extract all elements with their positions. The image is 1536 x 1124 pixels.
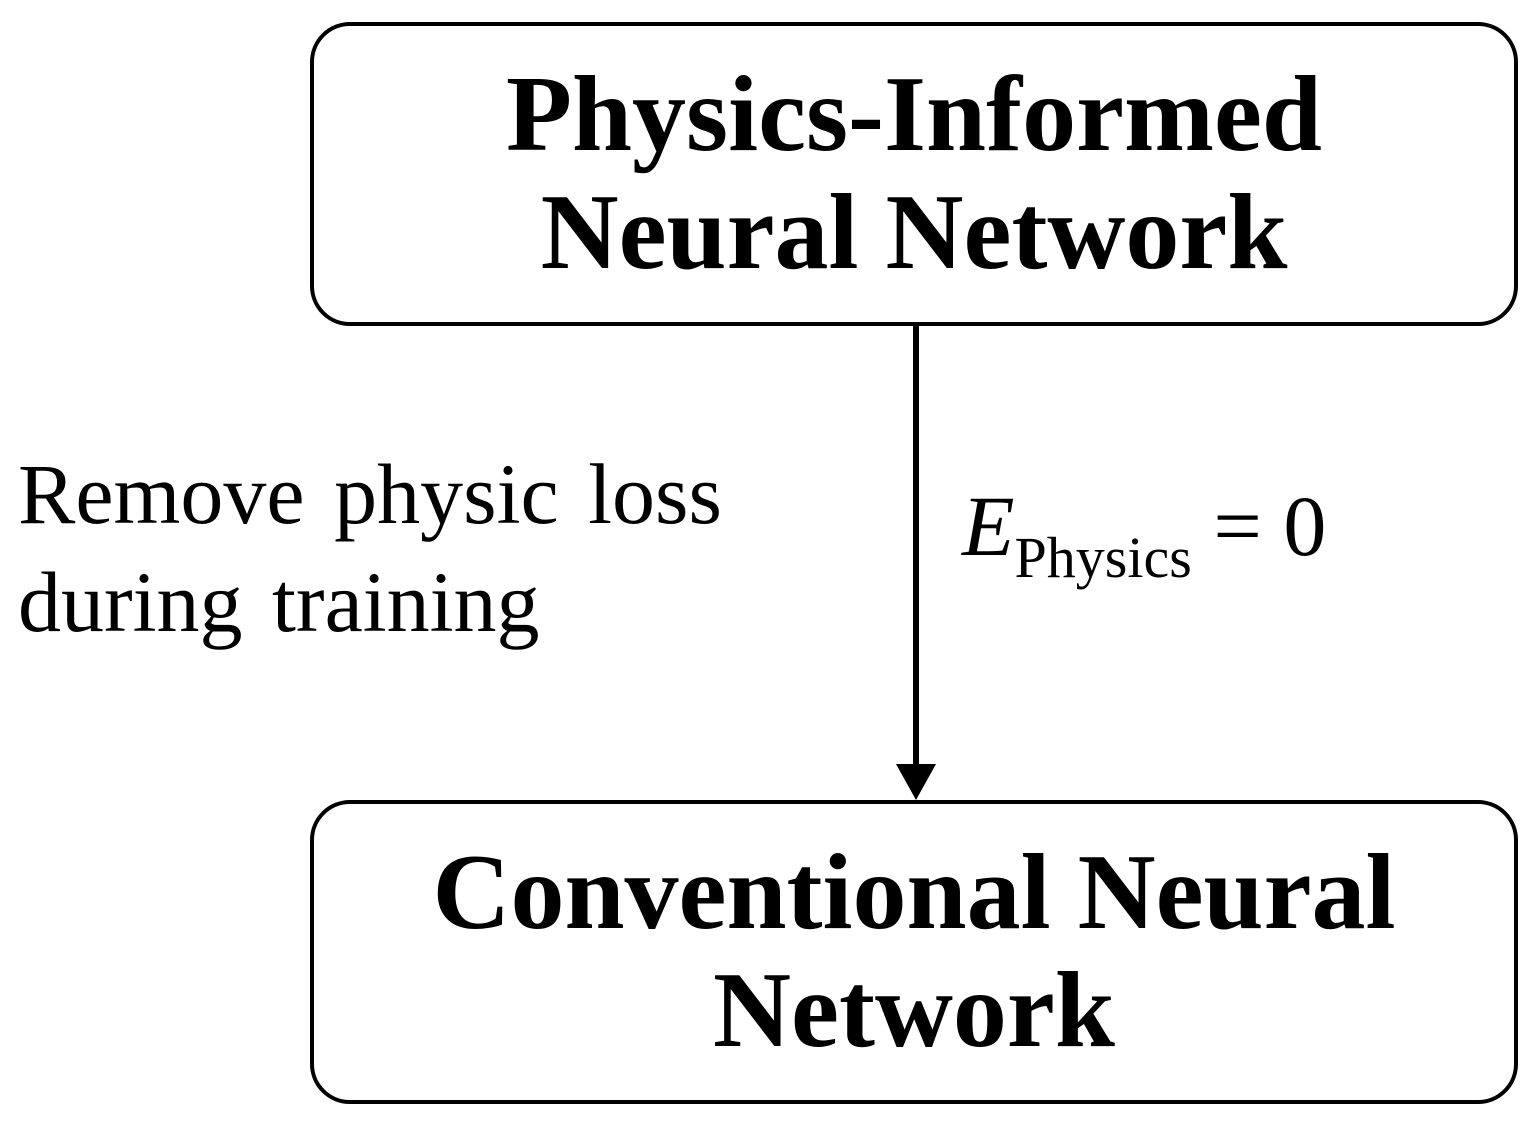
node-title-line-1: Conventional Neural: [432, 833, 1396, 952]
physics-informed-neural-network-node: Physics-Informed Neural Network: [310, 22, 1518, 326]
node-title-line-2: Network: [713, 951, 1115, 1070]
edge-label: Remove physic loss during training: [18, 440, 722, 656]
equation-rhs: = 0: [1191, 478, 1327, 574]
edge-label-line-1: Remove physic loss: [18, 446, 722, 542]
arrowhead-icon: [896, 764, 936, 800]
conventional-neural-network-node: Conventional Neural Network: [310, 800, 1518, 1104]
node-title-line-1: Physics-Informed: [506, 55, 1322, 174]
equation-variable: E: [962, 478, 1015, 574]
physics-loss-equation: EPhysics = 0: [962, 476, 1327, 590]
edge-label-line-2: during training: [18, 554, 540, 650]
equation-subscript: Physics: [1014, 525, 1192, 590]
node-title-line-2: Neural Network: [540, 173, 1288, 292]
